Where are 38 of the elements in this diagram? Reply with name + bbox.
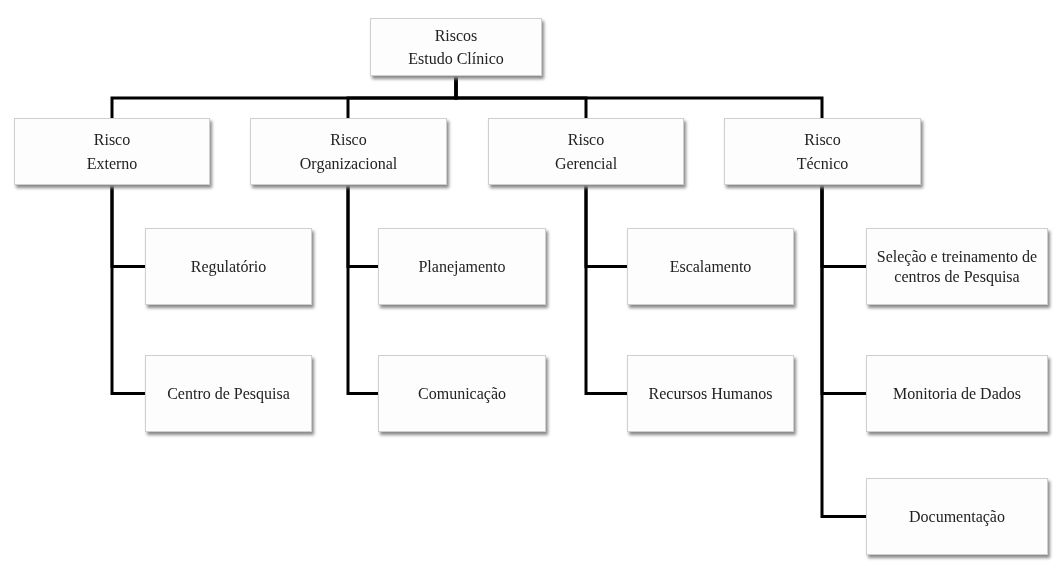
risk-box xyxy=(488,118,684,185)
sub-risk-box xyxy=(627,355,794,432)
box-heading: Risco xyxy=(93,130,131,151)
box-label: Seleção e treinamento de centros de Pesquisa xyxy=(875,247,1039,286)
box-label: Organizacional xyxy=(299,153,398,175)
box-heading: Risco xyxy=(567,130,605,151)
sub-risk-box xyxy=(627,228,794,305)
sub-risk-box xyxy=(378,355,546,432)
risk-box xyxy=(724,118,921,185)
box-label: Técnico xyxy=(796,153,849,174)
box-heading: Riscos xyxy=(434,25,478,46)
sub-risk-box xyxy=(866,228,1048,305)
risk-box xyxy=(370,18,542,76)
box-label: Externo xyxy=(86,153,138,174)
sub-risk-box xyxy=(378,228,546,305)
box-label: Regulatório xyxy=(190,256,267,277)
connector-line xyxy=(820,185,866,518)
sub-risk-box xyxy=(866,355,1048,432)
sub-risk-box xyxy=(145,355,312,432)
box-label: Monitoria de Dados xyxy=(893,383,1021,404)
connector-line xyxy=(110,185,145,395)
sub-risk-box xyxy=(145,228,312,305)
box-label: Recursos Humanos xyxy=(648,383,773,404)
connector-line xyxy=(454,76,824,118)
box-label: Estudo Clínico xyxy=(408,49,504,69)
box-label: Documentação xyxy=(909,506,1005,527)
connector-line xyxy=(584,185,627,395)
box-label: Centro de Pesquisa xyxy=(167,383,290,404)
box-label: Comunicação xyxy=(418,383,506,404)
box-label: Escalamento xyxy=(669,256,752,277)
box-heading: Risco xyxy=(330,130,367,151)
connector-line xyxy=(346,185,378,395)
sub-risk-box xyxy=(866,478,1048,555)
risk-box xyxy=(14,118,210,185)
box-label: Planejamento xyxy=(418,256,506,277)
box-heading: Risco xyxy=(804,130,841,151)
box-label: Gerencial xyxy=(554,153,618,174)
risk-box xyxy=(250,118,447,185)
